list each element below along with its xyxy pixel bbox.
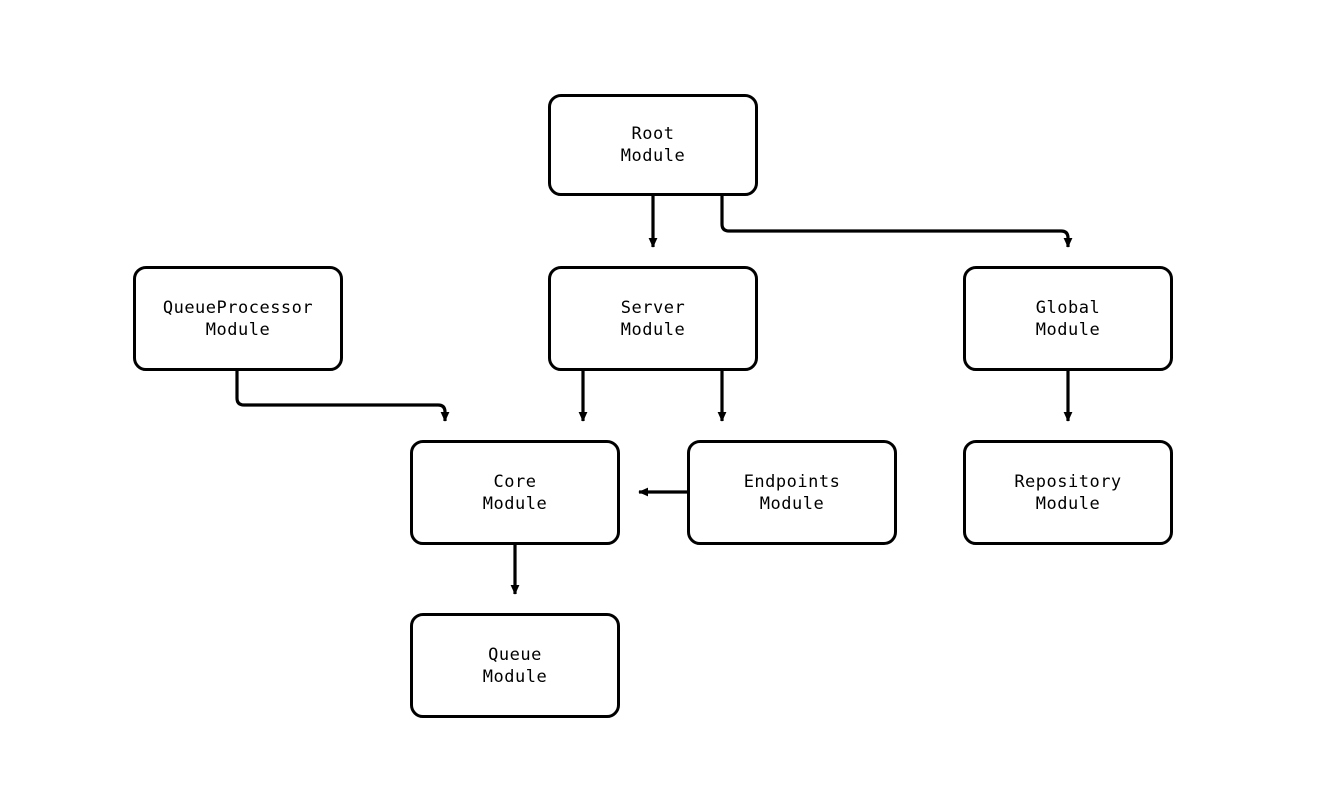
edge-queueprocessor-core bbox=[235, 371, 450, 422]
node-queue-module-label: Queue Module bbox=[482, 644, 548, 687]
node-queue-module[interactable]: Queue Module bbox=[410, 613, 620, 718]
edge-root-global bbox=[720, 196, 1073, 248]
node-server-module[interactable]: Server Module bbox=[548, 266, 758, 371]
node-server-module-label: Server Module bbox=[620, 297, 686, 340]
node-core-module[interactable]: Core Module bbox=[410, 440, 620, 545]
node-queueprocessor-module[interactable]: QueueProcessor Module bbox=[133, 266, 343, 371]
node-core-module-label: Core Module bbox=[482, 471, 548, 514]
node-root-module-label: Root Module bbox=[620, 124, 686, 166]
node-global-module[interactable]: Global Module bbox=[963, 266, 1173, 371]
node-root-module[interactable]: Root Module bbox=[548, 94, 758, 196]
node-repository-module-label: Repository Module bbox=[1014, 471, 1122, 514]
node-endpoints-module-label: Endpoints Module bbox=[743, 471, 841, 514]
node-repository-module[interactable]: Repository Module bbox=[963, 440, 1173, 545]
node-global-module-label: Global Module bbox=[1035, 297, 1101, 340]
node-queueprocessor-module-label: QueueProcessor Module bbox=[162, 297, 314, 340]
node-endpoints-module[interactable]: Endpoints Module bbox=[687, 440, 897, 545]
